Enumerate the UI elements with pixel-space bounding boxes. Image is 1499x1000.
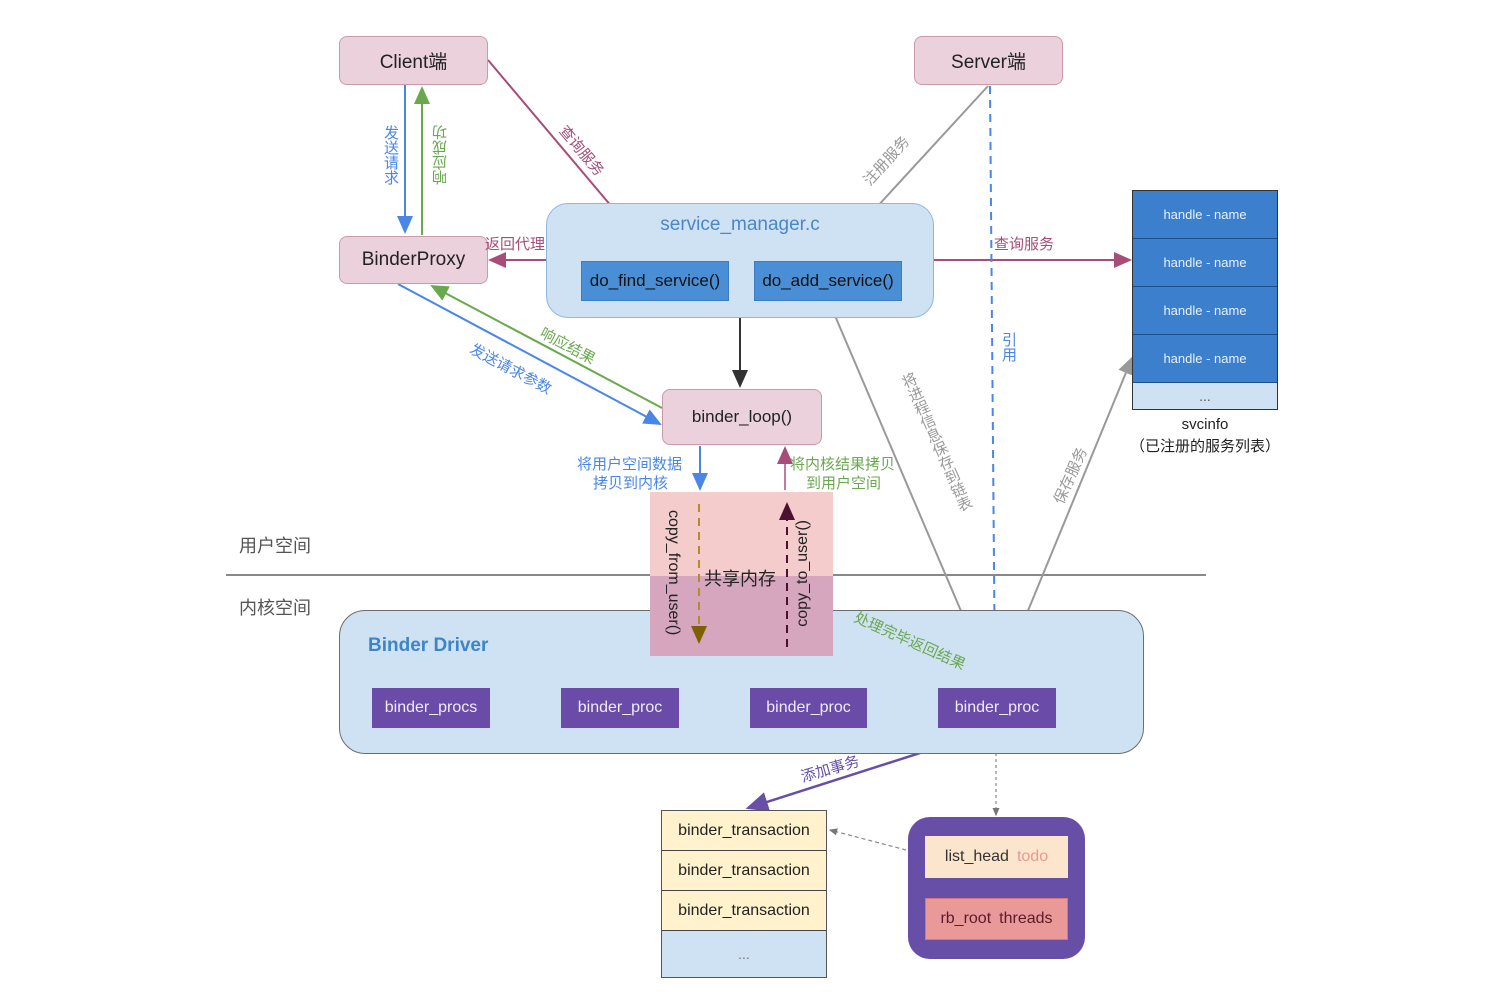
svcinfo-more: ...	[1133, 383, 1277, 409]
shared-memory-user-half	[650, 492, 833, 576]
binder-loop-node[interactable]: binder_loop()	[662, 389, 822, 445]
do-add-service-box[interactable]: do_add_service()	[754, 261, 902, 301]
svcinfo-row: handle - name	[1133, 335, 1277, 383]
label-copy-kernel-to-user-1: 将内核结果拷贝	[790, 456, 896, 473]
label-return-proxy: 返回代理	[485, 236, 546, 253]
service-manager-title: service_manager.c	[660, 214, 820, 235]
binder-proc-box-1[interactable]: binder_proc	[561, 688, 679, 728]
binder-proc-detail: list_head todo rb_root threads	[908, 817, 1085, 959]
copy-from-user-label: copy_from_user()	[665, 510, 682, 636]
user-space-label: 用户空间	[239, 536, 311, 556]
client-node[interactable]: Client端	[339, 36, 488, 85]
arrow-reference	[986, 85, 1003, 688]
binder-procs-box[interactable]: binder_procs	[372, 688, 490, 728]
binder-proxy-node[interactable]: BinderProxy	[339, 236, 488, 284]
label-copy-user-to-kernel-2: 拷贝到内核	[593, 475, 669, 492]
binder-proc-box-2[interactable]: binder_proc	[750, 688, 867, 728]
client-label: Client端	[379, 52, 448, 73]
binder-loop-label: binder_loop()	[691, 407, 793, 426]
label-copy-kernel-to-user-2: 到用户空间	[806, 475, 882, 492]
threads-field: threads	[999, 910, 1053, 927]
label-reference: 引用	[1000, 332, 1017, 362]
svcinfo-row: handle - name	[1133, 287, 1277, 335]
arrow-send-request-params	[397, 283, 662, 425]
label-copy-user-to-kernel-1: 将用户空间数据	[577, 456, 683, 473]
arrow-todo-to-transaction	[828, 828, 907, 851]
svcinfo-table: handle - name handle - name handle - nam…	[1132, 190, 1278, 410]
server-label: Server端	[951, 52, 1026, 73]
binder-proxy-label: BinderProxy	[361, 249, 466, 270]
transaction-more: ...	[662, 931, 826, 977]
todo-list-head: list_head todo	[925, 836, 1068, 878]
kernel-space-label: 内核空间	[239, 598, 311, 618]
shared-memory-arrows	[691, 502, 795, 647]
shared-memory-label: 共享内存	[704, 569, 776, 589]
binder-proc-label: binder_proc	[766, 699, 851, 716]
transaction-row: binder_transaction	[662, 811, 826, 851]
service-manager-container[interactable]: service_manager.c do_find_service() do_a…	[546, 203, 934, 318]
threads-rb-root: rb_root threads	[925, 898, 1068, 940]
todo-field: todo	[1016, 848, 1049, 865]
do-find-service-label: do_find_service()	[589, 271, 721, 290]
transaction-row: binder_transaction	[662, 891, 826, 931]
transaction-row: binder_transaction	[662, 851, 826, 891]
copy-to-user-label: copy_to_user()	[794, 520, 811, 627]
list-head-type: list_head	[944, 848, 1009, 865]
svcinfo-caption-2: （已注册的服务列表）	[1129, 438, 1280, 455]
arrow-response-result	[430, 285, 663, 409]
binder-proc-label: binder_proc	[954, 699, 1040, 716]
shared-memory-kernel-half	[650, 576, 833, 656]
binder-proc-label: binder_proc	[577, 699, 663, 716]
svcinfo-row: handle - name	[1133, 191, 1277, 239]
label-send-request: 发送请求	[382, 125, 399, 185]
label-query-service-svcinfo: 查询服务	[994, 236, 1055, 253]
do-add-service-label: do_add_service()	[762, 271, 894, 290]
svcinfo-caption-1: svcinfo	[1181, 416, 1229, 433]
binder-procs-label: binder_procs	[384, 699, 478, 716]
binder-driver-title: Binder Driver	[368, 635, 489, 656]
transaction-list: binder_transaction binder_transaction bi…	[661, 810, 827, 978]
binder-proc-box-3[interactable]: binder_proc	[938, 688, 1056, 728]
label-response-success: 响应成功	[432, 125, 449, 185]
server-node[interactable]: Server端	[914, 36, 1063, 85]
do-find-service-box[interactable]: do_find_service()	[581, 261, 729, 301]
rb-root-type: rb_root	[940, 910, 992, 927]
svcinfo-row: handle - name	[1133, 239, 1277, 287]
